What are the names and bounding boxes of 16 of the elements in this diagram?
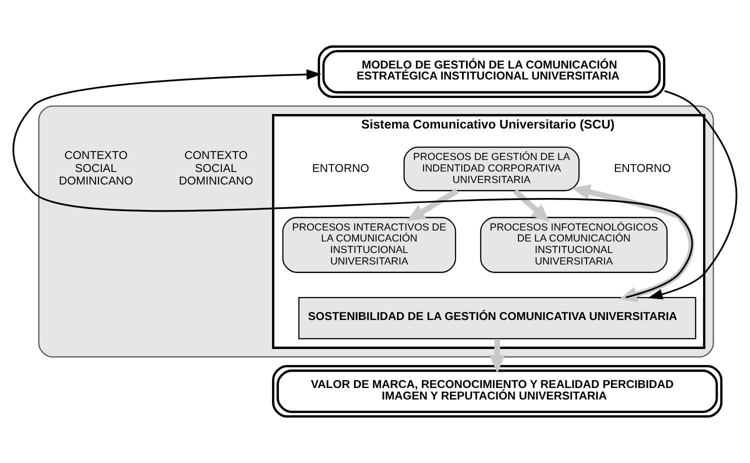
- arrow: [572, 184, 694, 302]
- node-box: PROCESOS DE GESTIÓN DE LA INDENTIDAD CORPORATIVA UNIVERSITARIA: [404, 146, 580, 192]
- arrow: [12, 69, 693, 298]
- node-box: PROCESOS INFOTECNOLÓGICOS DE LA COMUNICACIÓN INSTITUCIONAL UNIVERSITARIA: [480, 216, 668, 273]
- node-box: SOSTENIBILIDAD DE LA GESTIÓN COMUNICATIVA UNIVERSITARIA: [298, 296, 696, 340]
- label: ENTORNO: [312, 162, 370, 175]
- arrow: [489, 339, 506, 374]
- label: CONTEXTO SOCIAL DOMINICANO: [178, 150, 254, 188]
- label: CONTEXTO SOCIAL DOMINICANO: [58, 150, 134, 188]
- arrow: [648, 90, 738, 300]
- arrow: [513, 188, 550, 222]
- node-box: PROCESOS INTERACTIVOS DE LA COMUNICACIÓN INSTITUCIONAL UNIVERSITARIA: [282, 216, 456, 273]
- node-box: VALOR DE MARCA, RECONOCIMIENTO Y REALIDAD PERCIBIDAD IMAGEN Y REPUTACIÓN UNIVERSITARIA: [272, 364, 722, 418]
- label: ENTORNO: [614, 162, 671, 175]
- node-box: MODELO DE GESTIÓN DE LA COMUNICACIÓN ESTRATÉGICA INSTITUCIONAL UNIVERSITARIA: [318, 45, 666, 98]
- arrow: [406, 188, 459, 222]
